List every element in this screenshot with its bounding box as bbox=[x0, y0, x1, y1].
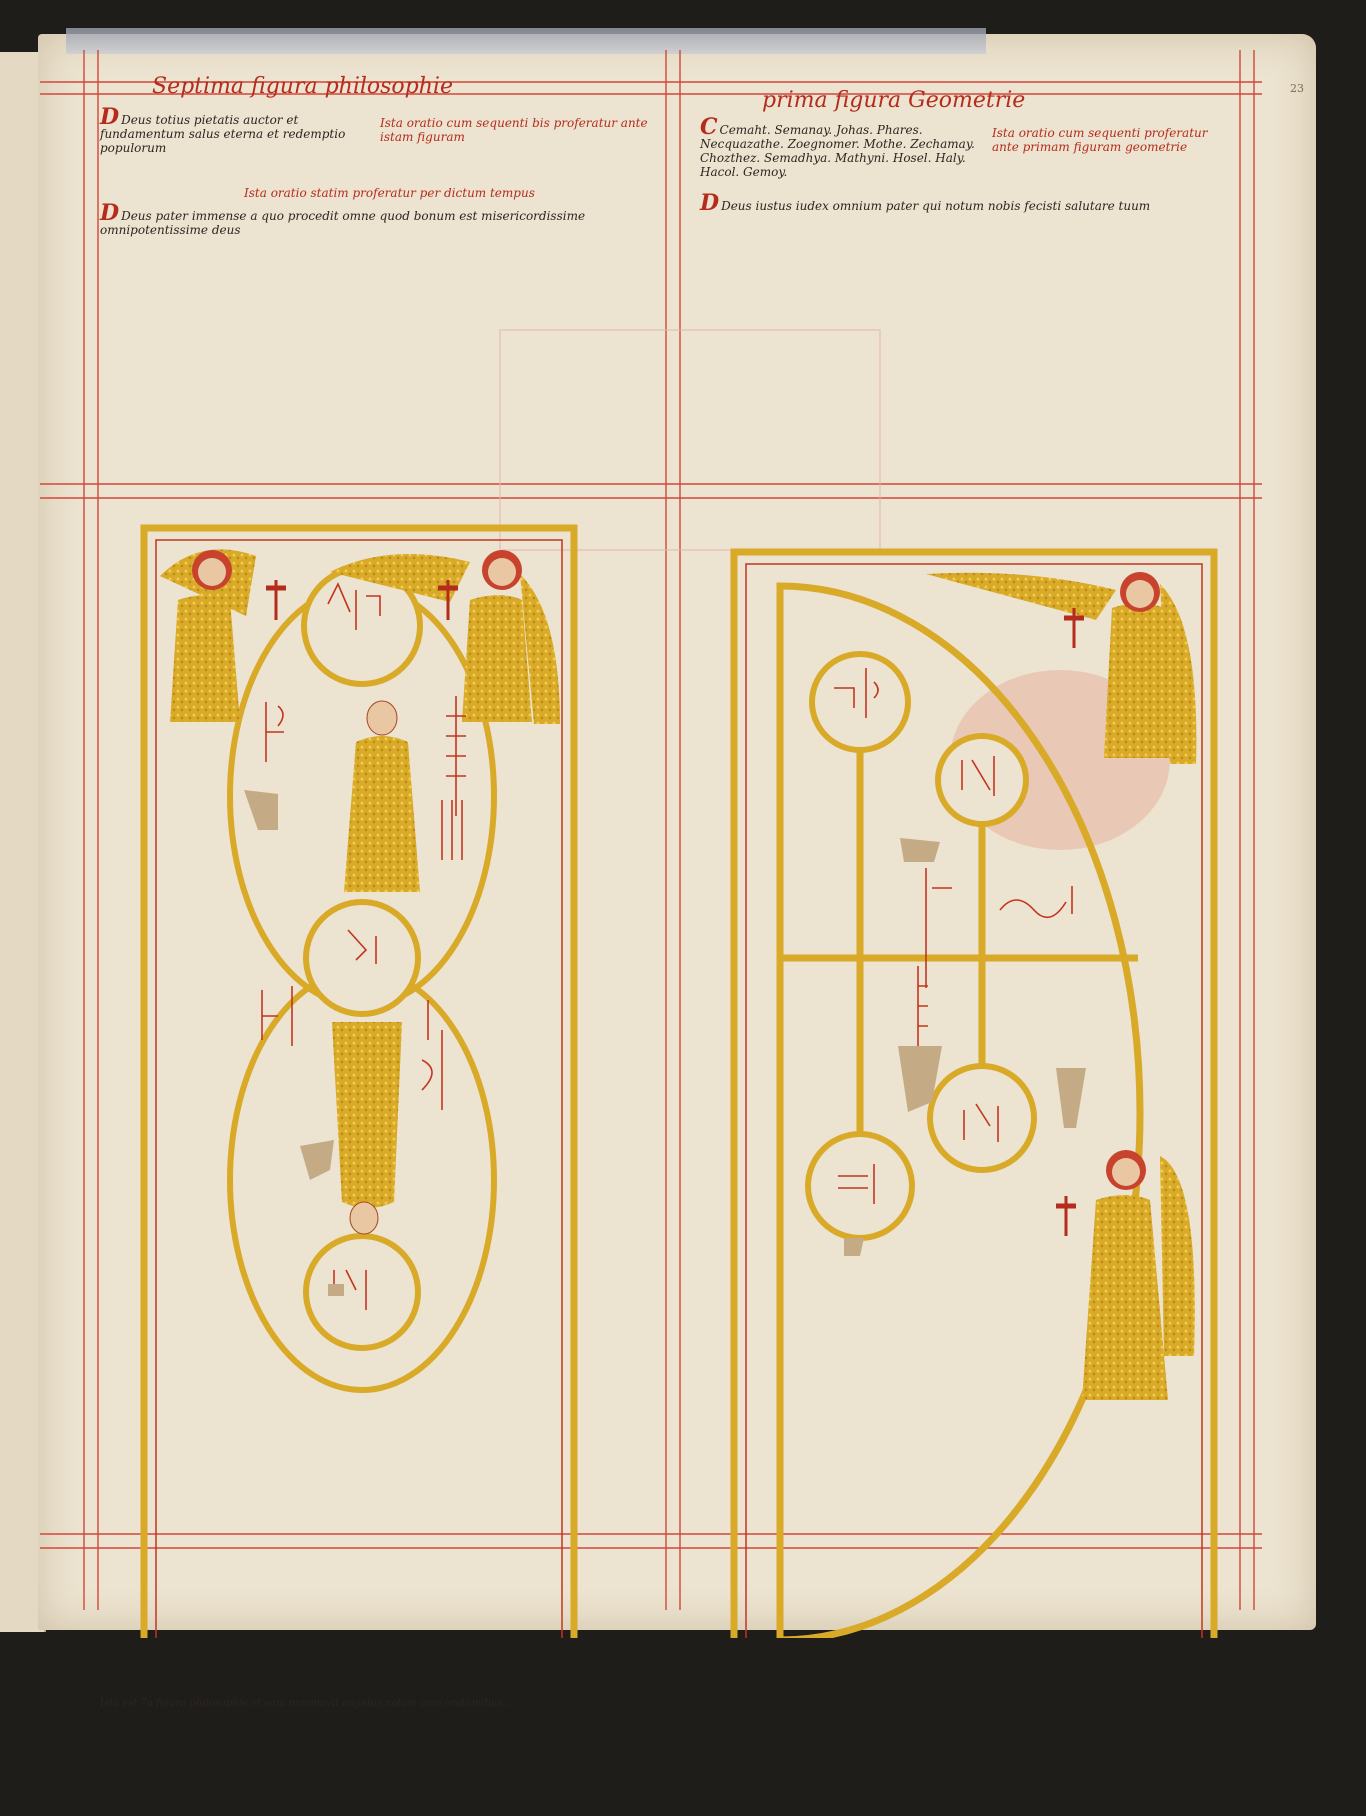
cross-icon bbox=[1064, 608, 1084, 648]
notae-sigil-icon bbox=[900, 838, 940, 862]
notae-sigil-icon bbox=[1056, 1068, 1086, 1128]
conservation-tape bbox=[66, 28, 986, 54]
folio-number: 23 bbox=[1290, 82, 1304, 95]
notae-sigil-icon bbox=[328, 1284, 344, 1296]
left-prayer-1-rubric: Ista oratio cum sequenti bis proferatur … bbox=[380, 116, 648, 144]
notae-sigil-icon bbox=[844, 1238, 864, 1256]
ruling-and-figures bbox=[40, 50, 1262, 1638]
notae-sigil-icon bbox=[898, 1046, 942, 1112]
left-commentary-block bbox=[100, 1696, 660, 1816]
notae-sigil-icon bbox=[834, 668, 1073, 1204]
notae-sigil-icon bbox=[261, 582, 466, 1310]
seated-figure-icon bbox=[344, 700, 420, 892]
right-heading: prima figura Geometrie bbox=[762, 88, 1026, 113]
angel-icon bbox=[330, 550, 560, 724]
angel-icon bbox=[160, 549, 256, 722]
inverted-figure-icon bbox=[332, 1022, 402, 1235]
first-figure-geometry bbox=[730, 548, 1218, 1638]
angel-icon bbox=[926, 572, 1197, 764]
left-heading: Septima figura philosophie bbox=[152, 74, 453, 99]
notae-sigil-icon bbox=[244, 790, 278, 830]
cross-icon bbox=[438, 580, 458, 620]
cross-icon bbox=[1056, 1196, 1076, 1236]
page-ruling bbox=[40, 50, 1262, 1610]
cross-icon bbox=[266, 580, 286, 620]
seventh-figure-philosophy bbox=[140, 524, 578, 1638]
right-prayer-1-rubric: Ista oratio cum sequenti proferatur ante… bbox=[992, 126, 1208, 154]
angel-icon bbox=[1082, 1150, 1195, 1400]
notae-sigil-icon bbox=[300, 1140, 334, 1180]
left-prayer-2-rubric: Ista oratio statim proferatur per dictum… bbox=[244, 186, 535, 200]
